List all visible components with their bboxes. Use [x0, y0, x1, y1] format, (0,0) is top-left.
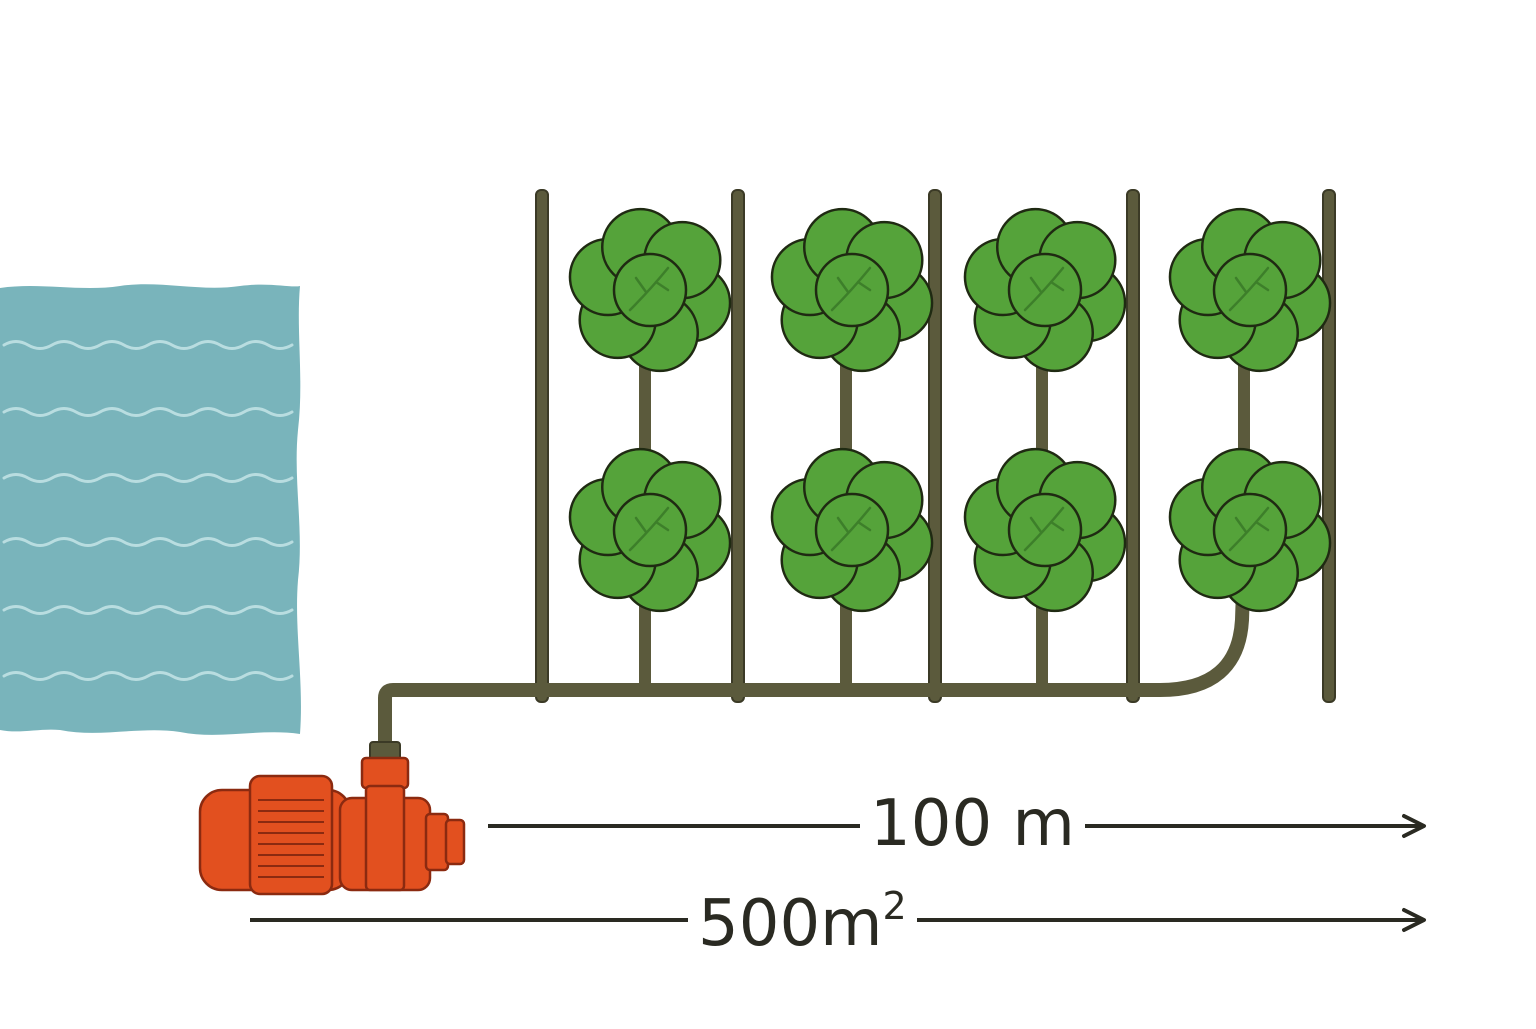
area-label: 500m2 [688, 887, 917, 956]
plant-icon [1168, 207, 1332, 373]
pump-outlet [360, 756, 410, 790]
water-wave [2, 537, 294, 547]
support-stakes [535, 189, 1336, 703]
leaf-vein [628, 506, 670, 552]
water-wave [2, 473, 294, 483]
plant-icon [1168, 447, 1332, 613]
support-stake [731, 189, 745, 703]
pump-column [364, 784, 406, 892]
area-exponent: 2 [882, 884, 907, 928]
pump-icon [198, 756, 466, 896]
pump-inlet [424, 812, 450, 872]
water-wave [2, 407, 294, 417]
leaf-vein [1228, 266, 1270, 312]
leaf-vein [1228, 506, 1270, 552]
distance-arrow-head [1402, 814, 1426, 838]
plant-icon [963, 207, 1127, 373]
plant-icon [770, 207, 934, 373]
main-pipe [378, 553, 1251, 752]
leaf-vein [830, 266, 872, 312]
water-wave [2, 605, 294, 615]
area-unit: m [820, 887, 883, 961]
plant-icon [770, 447, 934, 613]
support-stake [928, 189, 942, 703]
pump-housing [248, 774, 334, 896]
plant-icon [963, 447, 1127, 613]
area-arrow-head [1402, 908, 1426, 932]
water-wave [2, 340, 294, 350]
leaf-vein [830, 506, 872, 552]
water-source [0, 284, 301, 735]
distance-label: 100 m [860, 792, 1085, 856]
plant-icon [568, 447, 732, 613]
water-waves [2, 340, 294, 681]
plant-icon [568, 207, 732, 373]
leaf-vein [1023, 506, 1065, 552]
leaf-vein [1023, 266, 1065, 312]
support-stake [535, 189, 549, 703]
water-wave [2, 671, 294, 681]
pump-inlet-cap [444, 818, 466, 866]
support-stake [1126, 189, 1140, 703]
water-body [0, 284, 301, 735]
leaf-vein [628, 266, 670, 312]
plant-grid [568, 207, 1332, 613]
area-number: 500 [698, 887, 821, 961]
support-stake [1322, 189, 1336, 703]
